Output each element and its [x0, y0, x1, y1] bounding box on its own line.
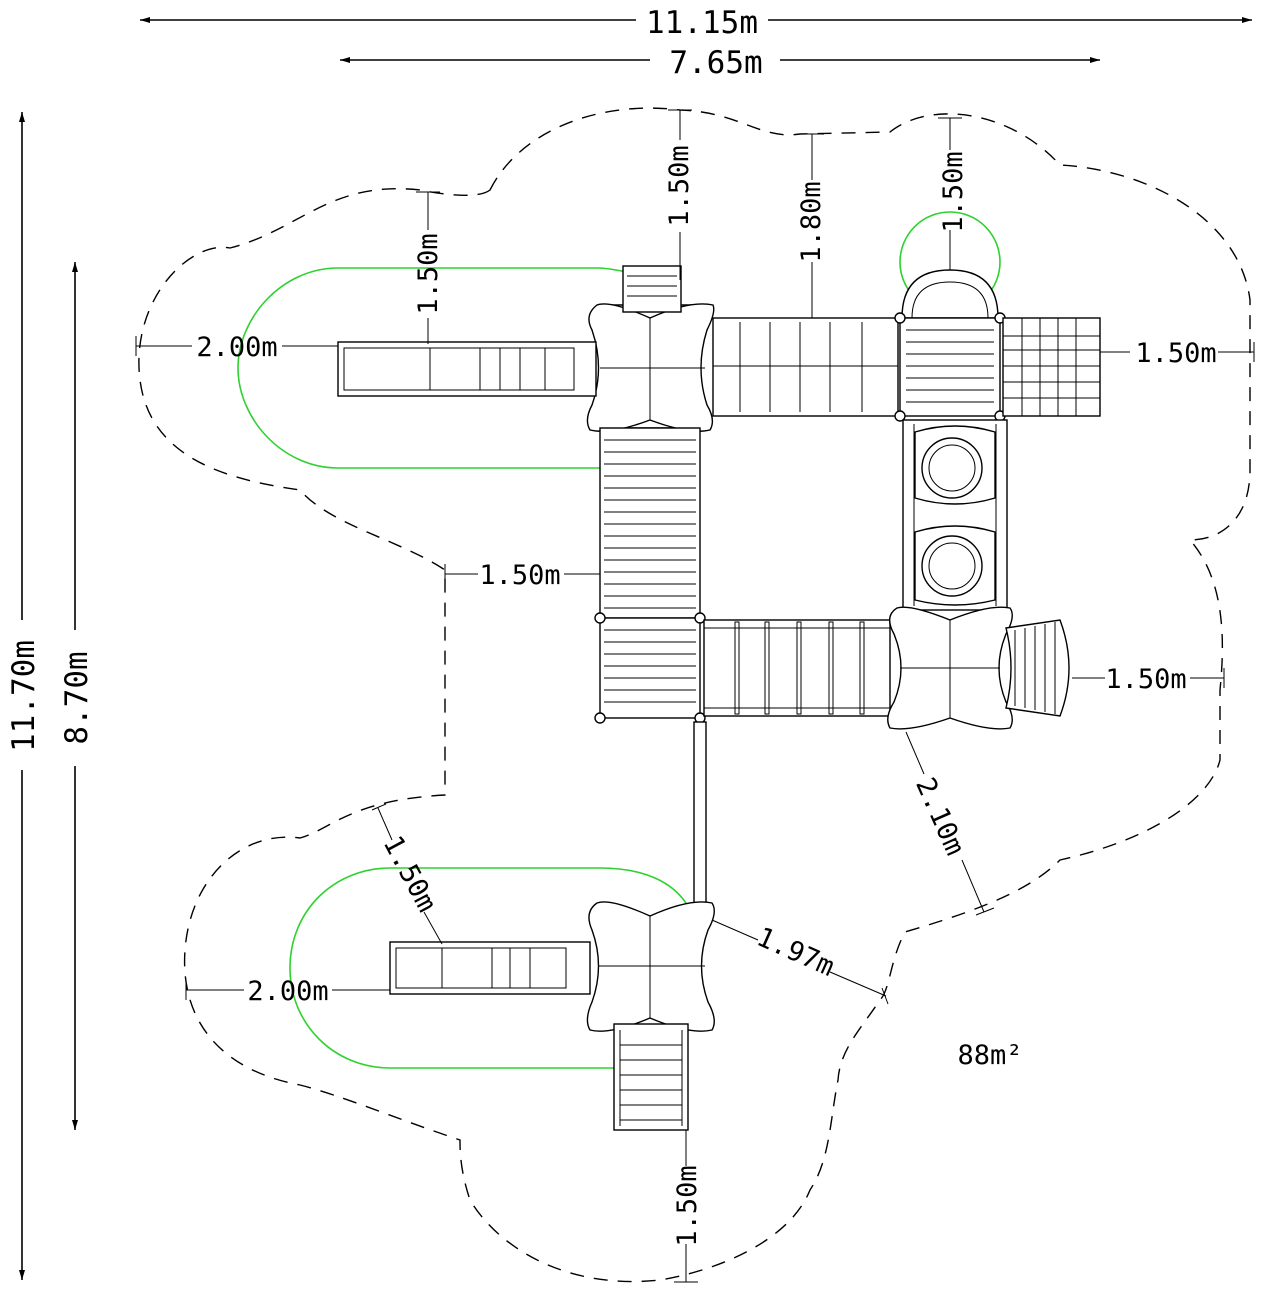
steps-left-column — [599, 427, 701, 619]
tower-top-right — [894, 269, 1006, 422]
stairs-platform-middle-left — [594, 612, 706, 724]
dim-lower-slide-length: 2.00m — [247, 976, 328, 1007]
tower-middle-right — [887, 606, 1013, 730]
safety-zone-outline — [138, 107, 1251, 1283]
crawl-tunnel-right — [1005, 619, 1070, 717]
connecting-beam-lower — [693, 721, 707, 911]
dim-overall-height: 11.70m — [6, 640, 42, 752]
ladder-top-left — [622, 265, 682, 313]
dim-left-slide-length: 2.00m — [196, 332, 277, 363]
dim-top-arch: 1.50m — [938, 151, 969, 232]
dim-right-net: 1.50m — [1135, 338, 1216, 369]
dim-diag-lower: 1.97m — [752, 922, 839, 983]
dim-left-column: 1.50m — [479, 560, 560, 591]
slide-zone-lower-left — [289, 867, 691, 1069]
dim-lower-slide-top: 1.50m — [377, 831, 443, 917]
dim-diag-right: 2.10m — [909, 773, 970, 860]
bridge-top-net — [712, 317, 899, 417]
tower-top-left — [586, 303, 715, 432]
dim-bottom-ladder: 1.50m — [672, 1165, 703, 1246]
dim-overall-width: 11.15m — [646, 5, 758, 41]
climbing-net-right — [1002, 317, 1101, 417]
bridge-middle-planks — [703, 619, 891, 717]
dim-top-bridge: 1.80m — [796, 181, 827, 262]
area-label: 88m² — [957, 1040, 1022, 1071]
dim-right-tunnel: 1.50m — [1105, 664, 1186, 695]
ladder-bottom — [613, 1023, 689, 1131]
slide-zone-top-left — [237, 267, 641, 469]
tube-bridge-right — [902, 419, 1008, 611]
tower-lower — [586, 901, 715, 1032]
dim-top-tower-left: 1.50m — [664, 145, 695, 226]
dim-inner-height: 8.70m — [59, 651, 95, 744]
dim-left-slide-top: 1.50m — [413, 233, 444, 314]
slide-top-left — [337, 341, 597, 397]
slide-lower-left — [389, 941, 591, 995]
dim-inner-width: 7.65m — [669, 45, 762, 81]
